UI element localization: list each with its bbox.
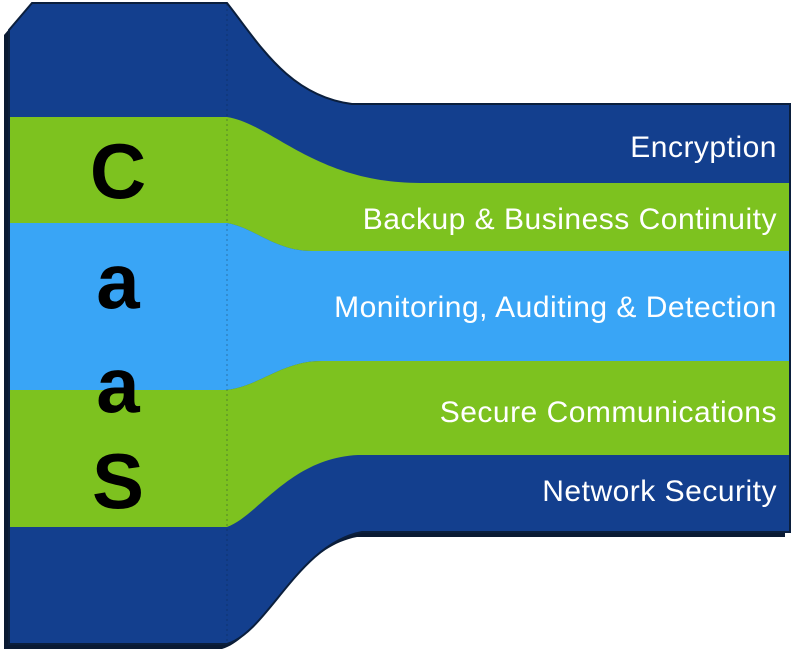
diagram-outline — [8, 2, 791, 645]
band-label-network: Network Security — [542, 475, 777, 508]
band-shape-monitoring — [9, 223, 790, 390]
band-label-monitoring: Monitoring, Auditing & Detection — [334, 291, 777, 324]
band-shape-secure — [9, 361, 790, 527]
acronym-letter-c: C — [89, 127, 147, 215]
band-label-secure: Secure Communications — [439, 396, 777, 429]
band-label-backup: Backup & Business Continuity — [362, 203, 777, 236]
acronym-letter-a1: a — [96, 237, 140, 325]
band-shape-backup — [9, 117, 790, 251]
acronym-letter-a2: a — [96, 341, 140, 429]
band-label-encryption: Encryption — [630, 131, 777, 164]
acronym-letter-s: S — [91, 437, 145, 525]
